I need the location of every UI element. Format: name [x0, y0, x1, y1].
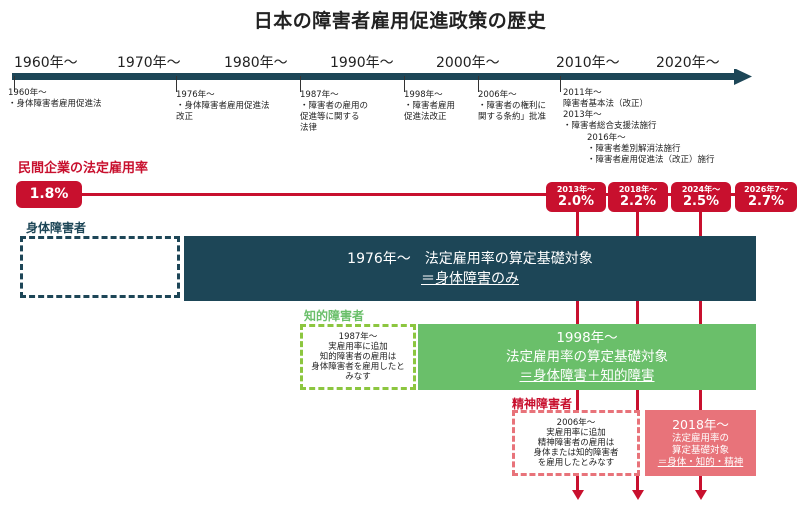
rate-step-year: 2024年～ [681, 185, 721, 194]
intellectual-band-line1: 1998年～ [556, 329, 618, 346]
arrowhead-2018 [632, 490, 644, 500]
event-2011: 2011年～ 障害者基本法（改正） 2013年～ ・障害者総合支援法施行 [563, 88, 657, 131]
rate-step-2018: 2018年～ 2.2% [608, 182, 668, 212]
decade-2000: 2000年～ [436, 55, 500, 71]
decade-1970: 1970年～ [117, 55, 181, 71]
event-1987: 1987年～ ・障害者の雇用の 促進等に関する 法律 [300, 90, 369, 133]
rate-step-year: 2013年～ [556, 185, 596, 194]
tick-2006 [478, 76, 479, 92]
mental-band-line2: 法定雇用率の 算定基礎対象 [671, 433, 729, 456]
mental-band-line1: 2018年～ [672, 417, 729, 432]
page-title: 日本の障害者雇用促進政策の歴史 [253, 10, 547, 32]
intellectual-band-line3: ＝身体障害＋知的障害 [519, 367, 655, 384]
rate-step-value: 2.2% [619, 194, 657, 209]
timeline-arrow-svg [12, 69, 752, 85]
decade-1980: 1980年～ [224, 55, 288, 71]
timeline-arrow [12, 69, 752, 85]
event-2006: 2006年～ ・障害者の権利に 関する条約」批准 [478, 90, 547, 122]
decade-2010: 2010年～ [556, 55, 620, 71]
rate-step-value: 2.7% [747, 194, 785, 209]
tick-1976 [176, 76, 177, 92]
physical-placeholder-box [20, 236, 180, 298]
mental-note-box: 2006年～ 実雇用率に追加 精神障害者の雇用は 身体または知的障害者 を雇用し… [512, 410, 640, 476]
intellectual-band-line2: 法定雇用率の算定基礎対象 [506, 348, 668, 365]
rate-base-badge: 1.8% [16, 181, 82, 208]
physical-band-line1: 1976年～ 法定雇用率の算定基礎対象 [347, 250, 593, 267]
event-1960: 1960年～ ・身体障害者雇用促進法 [8, 88, 102, 109]
mental-band-line3: ＝身体・知的・精神 [657, 457, 744, 468]
rate-step-2024: 2024年～ 2.5% [671, 182, 731, 212]
mental-section-label: 精神障害者 [512, 397, 573, 411]
rate-section-label: 民間企業の法定雇用率 [18, 161, 149, 176]
event-2016: 2016年～ ・障害者差別解消法施行 ・障害者雇用促進法（改正）施行 [587, 133, 715, 165]
tick-1987 [300, 76, 301, 92]
event-1998: 1998年～ ・障害者雇用 促進法改正 [404, 90, 456, 122]
physical-band: 1976年～ 法定雇用率の算定基礎対象 ＝身体障害のみ [184, 236, 756, 301]
rate-line [60, 193, 740, 196]
rate-step-year: 2026年7～ [744, 185, 788, 194]
physical-section-label: 身体障害者 [26, 221, 87, 235]
intellectual-section-label: 知的障害者 [304, 309, 365, 323]
tick-2011 [560, 76, 561, 92]
rate-step-value: 2.0% [557, 194, 595, 209]
arrowhead-2013 [572, 490, 584, 500]
event-1976: 1976年～ ・身体障害者雇用促進法 改正 [176, 90, 270, 122]
mental-band: 2018年～ 法定雇用率の 算定基礎対象 ＝身体・知的・精神 [645, 410, 756, 476]
arrowhead-2024 [695, 490, 707, 500]
decade-1990: 1990年～ [330, 55, 394, 71]
rate-step-2026: 2026年7～ 2.7% [735, 182, 797, 212]
mental-note: 2006年～ 実雇用率に追加 精神障害者の雇用は 身体または知的障害者 を雇用し… [533, 418, 619, 468]
decade-2020: 2020年～ [656, 55, 720, 71]
intellectual-band: 1998年～ 法定雇用率の算定基礎対象 ＝身体障害＋知的障害 [418, 324, 756, 390]
intellectual-note-box: 1987年～ 実雇用率に追加 知的障害者の雇用は 身体障害者を雇用したと みなす [300, 324, 416, 390]
tick-1960 [14, 76, 15, 92]
rate-step-2013: 2013年～ 2.0% [546, 182, 606, 212]
physical-band-line2: ＝身体障害のみ [421, 270, 519, 287]
tick-1998 [404, 76, 405, 92]
rate-step-year: 2018年～ [618, 185, 658, 194]
intellectual-note: 1987年～ 実雇用率に追加 知的障害者の雇用は 身体障害者を雇用したと みなす [311, 332, 405, 382]
decade-1960: 1960年～ [14, 55, 78, 71]
rate-step-value: 2.5% [682, 194, 720, 209]
